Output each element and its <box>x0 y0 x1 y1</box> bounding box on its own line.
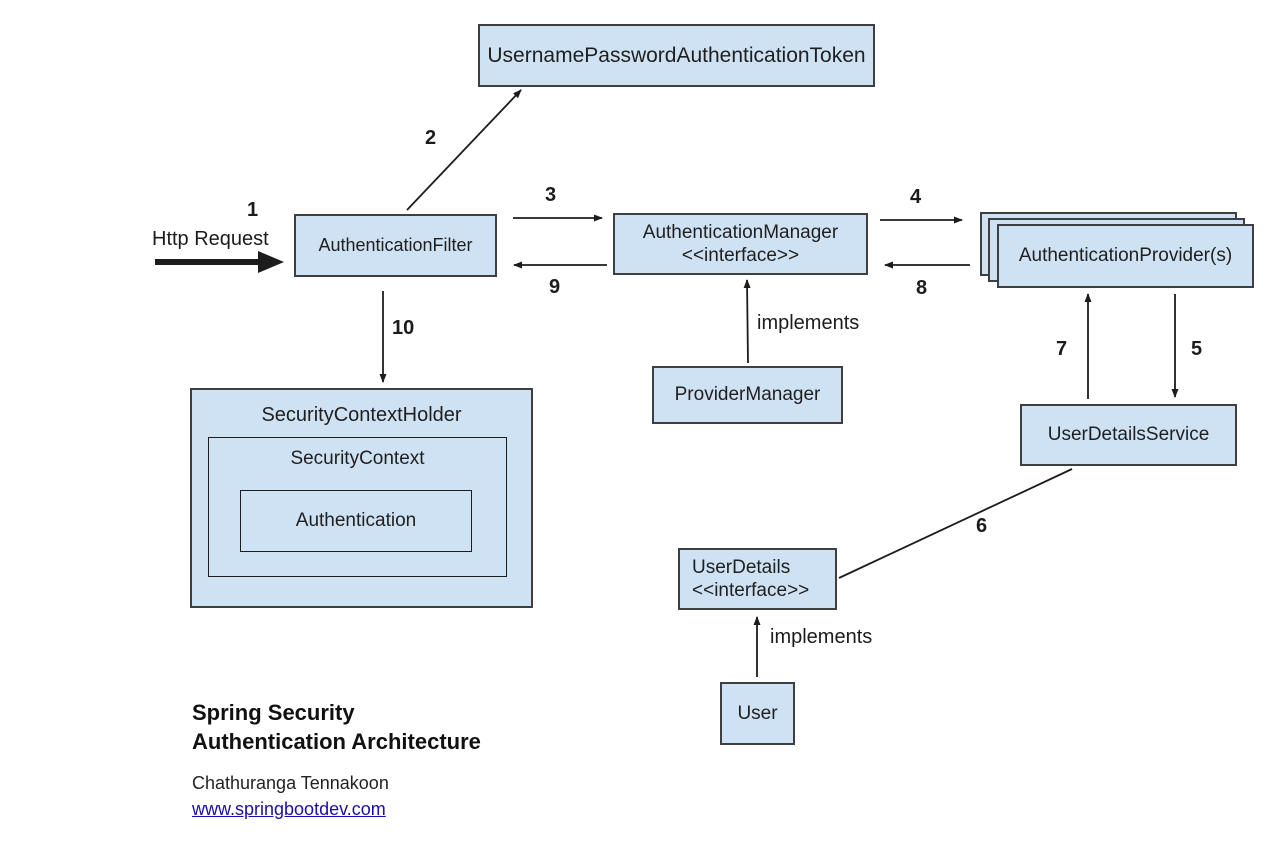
step-4-label: 4 <box>910 186 922 208</box>
node-label: Authentication <box>295 510 417 532</box>
node-label: UserDetailsService <box>1047 424 1210 446</box>
step-1-label: 1 <box>247 199 259 221</box>
step-9-label: 9 <box>549 276 561 298</box>
step-8-label: 8 <box>916 277 928 299</box>
node-label: SecurityContext <box>290 448 425 469</box>
arrow-implements-top <box>743 279 751 364</box>
node-username-password-authentication-token: UsernamePasswordAuthenticationToken <box>478 24 875 87</box>
website-link[interactable]: www.springbootdev.com <box>192 799 386 819</box>
node-label: UsernamePasswordAuthenticationToken <box>487 43 866 67</box>
node-label: AuthenticationManager <box>642 221 839 243</box>
node-label: AuthenticationProvider(s) <box>1018 245 1233 267</box>
node-user-details-service: UserDetailsService <box>1020 404 1237 466</box>
step-6-label: 6 <box>976 515 988 537</box>
node-authentication-manager: AuthenticationManager <<interface>> <box>613 213 868 275</box>
diagram-title-line1: Spring Security <box>192 700 355 725</box>
implements-bottom-label: implements <box>770 626 873 648</box>
step-7-label: 7 <box>1056 338 1068 360</box>
node-security-context-holder: SecurityContextHolder SecurityContext Au… <box>190 388 533 608</box>
node-authentication-filter: AuthenticationFilter <box>294 214 497 277</box>
http-request-label: Http Request <box>152 228 269 250</box>
author-name: Chathuranga Tennakoon <box>192 773 389 793</box>
step-10-label: 10 <box>392 317 415 339</box>
arrow-http-request <box>155 251 284 273</box>
node-stereotype: <<interface>> <box>681 245 800 266</box>
node-user-details: UserDetails <<interface>> <box>678 548 837 610</box>
arrow-step2 <box>406 89 522 211</box>
line-step6 <box>838 468 1073 579</box>
node-label: AuthenticationFilter <box>318 234 473 255</box>
node-stereotype: <<interface>> <box>692 580 810 601</box>
node-label: User <box>737 702 778 724</box>
node-label: SecurityContextHolder <box>261 404 462 426</box>
node-authentication: Authentication <box>240 490 472 552</box>
diagram-title: Spring Security Authentication Architect… <box>192 698 481 756</box>
node-provider-manager: ProviderManager <box>652 366 843 424</box>
implements-top-label: implements <box>757 312 860 334</box>
node-label: UserDetails <box>692 556 791 578</box>
step-3-label: 3 <box>545 184 557 206</box>
node-user: User <box>720 682 795 745</box>
diagram-title-line2: Authentication Architecture <box>192 729 481 754</box>
node-label: ProviderManager <box>674 384 821 406</box>
node-authentication-providers: AuthenticationProvider(s) <box>997 224 1254 288</box>
step-5-label: 5 <box>1191 338 1203 360</box>
website-link-wrap: www.springbootdev.com <box>192 798 386 821</box>
step-2-label: 2 <box>425 127 437 149</box>
node-security-context: SecurityContext Authentication <box>208 437 507 577</box>
